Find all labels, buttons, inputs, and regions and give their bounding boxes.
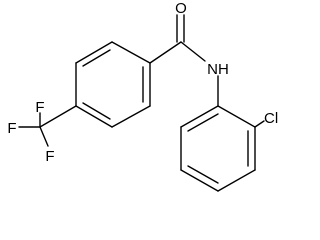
bond-ring2-c1-c2: [217, 105, 256, 128]
bond-ring-to-carbonyl: [149, 41, 182, 64]
trifluoromethyl-group: [18, 105, 77, 147]
bond-ring1-c4-c5-inner: [82, 102, 111, 120]
chemical-structure-diagram: O NH Cl F F F: [0, 0, 294, 192]
chlorophenyl-ring: [180, 105, 256, 192]
background: [0, 0, 294, 192]
bond-ring2-c3-c4: [217, 169, 256, 192]
bond-ring1-c4-c5: [75, 105, 113, 128]
benzoyl-ring: [75, 41, 151, 128]
bond-ring2-c4-c5-inner: [187, 165, 219, 184]
bond-ring2-c6-c1-inner: [187, 113, 219, 132]
nitrogen-label: NH: [207, 61, 229, 78]
bond-ring2-c6-c1: [180, 105, 219, 128]
bond-ring1-c5-c6: [111, 105, 151, 128]
carbonyl-group: [149, 14, 206, 64]
bond-ring1-c2-c3-inner: [82, 49, 111, 67]
chlorine-label: Cl: [264, 110, 278, 127]
bond-carbonyl-to-nitrogen: [180, 41, 206, 62]
bond-cf3-to-f-bottom: [39, 126, 49, 147]
fluorine-left-label: F: [7, 120, 16, 137]
bond-ring1-c2-c3: [75, 41, 113, 64]
oxygen-label: O: [175, 0, 187, 17]
bond-ring1-c1-c2: [111, 41, 151, 64]
fluorine-bottom-label: F: [45, 148, 54, 165]
bond-ring2-c4-c5: [180, 169, 219, 192]
bond-ring-to-chlorine: [254, 120, 265, 128]
fluorine-top-label: F: [35, 99, 44, 116]
bond-ring-to-cf3: [39, 105, 77, 128]
